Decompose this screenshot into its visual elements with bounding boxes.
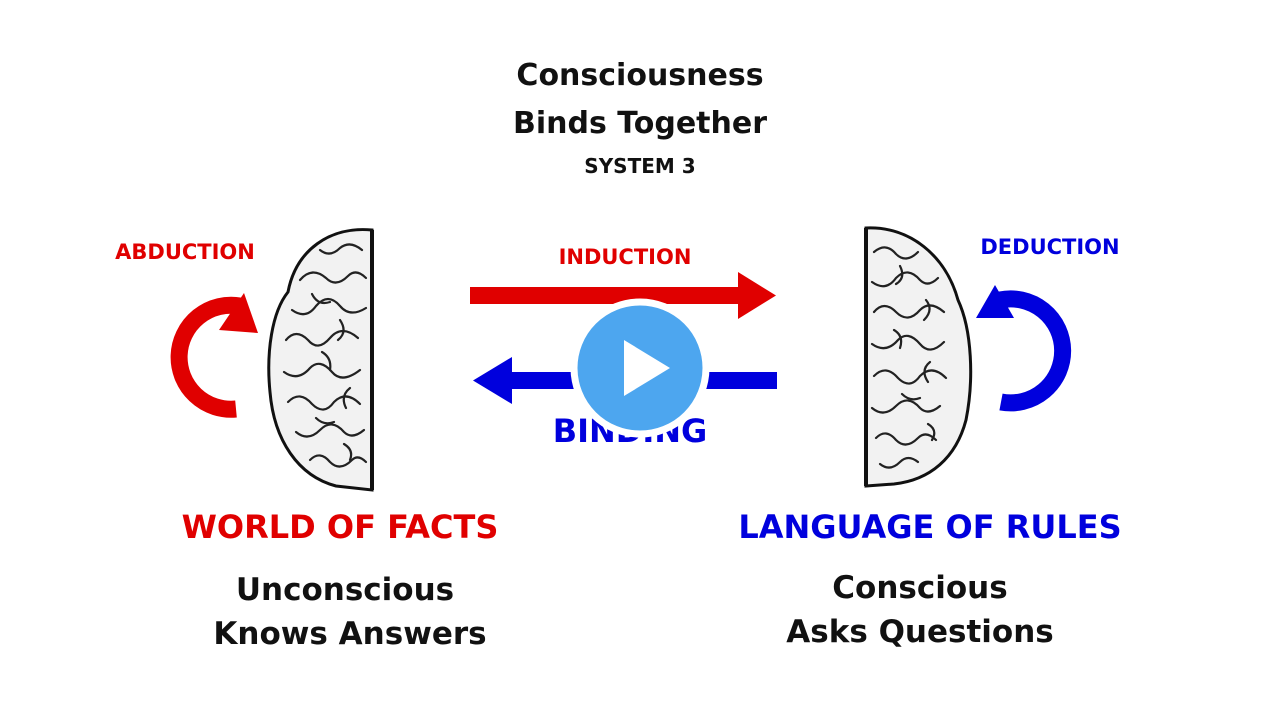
title-line-2: Binds Together	[512, 106, 768, 141]
induction-arrow	[470, 272, 776, 319]
title-line-1: Consciousness	[516, 58, 764, 93]
induction-label: INDUCTION	[558, 245, 692, 269]
play-icon	[624, 340, 670, 396]
deduction-cycle-arrow	[976, 285, 1072, 412]
brain-right-hemisphere-icon	[864, 226, 973, 488]
conscious-label: Conscious	[832, 570, 1008, 606]
knows-answers-label: Knows Answers	[213, 616, 487, 652]
abduction-cycle-arrow	[170, 293, 258, 418]
brain-left-hemisphere-icon	[267, 228, 374, 492]
subtitle: SYSTEM 3	[584, 154, 696, 178]
asks-questions-label: Asks Questions	[786, 614, 1054, 650]
unconscious-label: Unconscious	[235, 572, 455, 608]
abduction-label: ABDUCTION	[115, 240, 255, 264]
deduction-label: DEDUCTION	[980, 235, 1120, 259]
world-of-facts-heading: WORLD OF FACTS	[181, 508, 499, 546]
language-of-rules-heading: LANGUAGE OF RULES	[738, 508, 1122, 546]
play-button[interactable]	[568, 296, 712, 440]
